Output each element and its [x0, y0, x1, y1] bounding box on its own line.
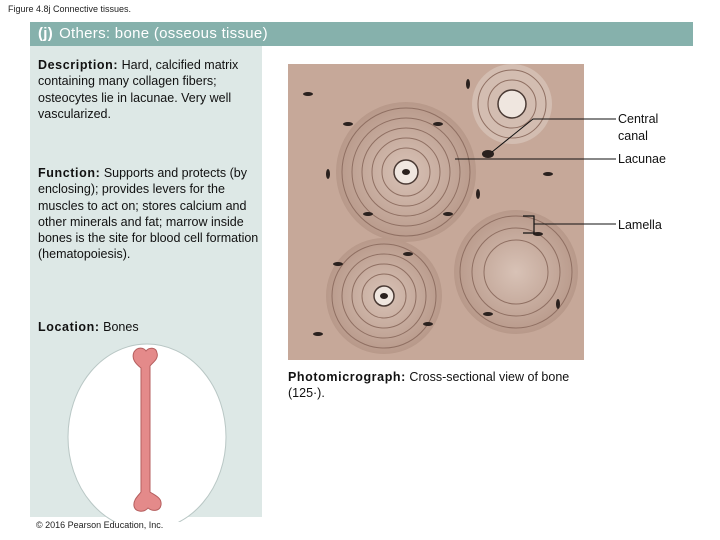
central-canal-label: Central canal: [618, 112, 659, 143]
copyright-notice: © 2016 Pearson Education, Inc.: [36, 520, 164, 530]
panel-tag: (j): [38, 25, 54, 42]
description-block: Description: Hard, calcified matrix cont…: [38, 57, 258, 122]
description-heading: Description:: [38, 58, 119, 72]
micrograph-caption-text: Cross-sectional view of bone (125·).: [288, 370, 570, 400]
location-heading: Location:: [38, 320, 100, 334]
bone-location-illustration: [67, 343, 227, 522]
function-block: Function: Supports and protects (by encl…: [38, 165, 260, 263]
micrograph-caption-heading: Photomicrograph:: [288, 370, 406, 384]
panel-header: (j) Others: bone (osseous tissue): [30, 22, 693, 46]
lamella-label: Lamella: [618, 218, 662, 232]
panel-title-text: Others: bone (osseous tissue): [59, 25, 268, 42]
osteon-3: [454, 210, 578, 334]
micrograph-caption: Photomicrograph: Cross-sectional view of…: [288, 370, 598, 401]
lacunae-dots: [303, 79, 560, 336]
function-heading: Function:: [38, 166, 101, 180]
figure-caption: Figure 4.8j Connective tissues.: [8, 4, 132, 14]
femur-icon: [132, 347, 162, 512]
location-text: Bones: [103, 320, 139, 334]
bone-micrograph: [288, 64, 584, 360]
lacunae-label: Lacunae: [618, 152, 666, 166]
function-text: Supports and protects (by enclosing); pr…: [38, 166, 259, 262]
location-block: Location: Bones: [38, 319, 258, 335]
panel-title: (j) Others: bone (osseous tissue): [38, 25, 268, 42]
description-text: Hard, calcified matrix containing many c…: [38, 58, 239, 121]
